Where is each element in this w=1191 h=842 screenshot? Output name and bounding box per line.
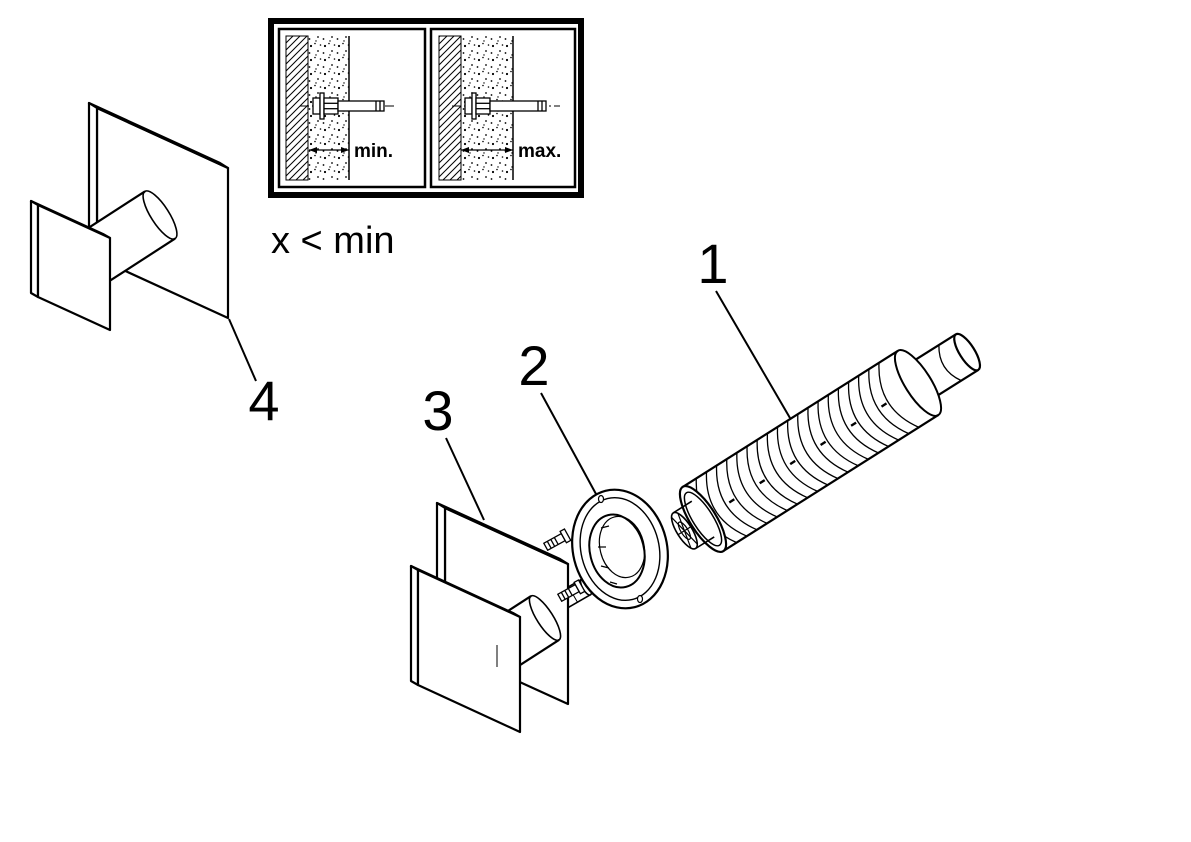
part-3-sleeve-knob <box>409 564 522 734</box>
part-1-number: 1 <box>697 232 728 295</box>
inset-panel-min: min. <box>277 27 427 189</box>
ring-bore-depth <box>598 515 646 579</box>
wall-hatch <box>285 35 309 181</box>
dim-arrow-left <box>309 147 317 153</box>
condition-caption: x < min <box>271 220 395 262</box>
anchor-bolt-drawing-max <box>452 92 560 120</box>
inset-panel-max: max. <box>429 27 577 189</box>
part-3-leader-line <box>445 437 485 521</box>
spindle-ribs <box>695 363 920 544</box>
part-4-handle-assembly <box>29 101 230 332</box>
spindle-body <box>682 350 939 552</box>
dim-arrow-left <box>461 147 469 153</box>
dimension-label-min: min. <box>354 141 393 162</box>
spindle-bottom-edge <box>722 414 939 553</box>
part-4-leader-line <box>228 318 257 382</box>
part-3-plate-and-sleeve <box>409 501 593 734</box>
ring-screw-hole <box>636 594 644 604</box>
spline-teeth <box>671 513 698 549</box>
inset-detail-box: min. max. <box>268 18 584 198</box>
ring-screw-a <box>542 528 572 552</box>
wall-hatch <box>438 35 462 181</box>
ring-thread-marks <box>598 525 618 585</box>
dim-arrow-right <box>341 147 349 153</box>
part-1-extension-spindle <box>670 332 982 553</box>
part-2-leader-line <box>540 392 597 495</box>
spindle-slot-marks <box>728 402 888 504</box>
spindle-top-edge <box>682 349 899 488</box>
dimension-min: min. <box>309 141 393 162</box>
ring-screw-b <box>556 579 586 603</box>
dim-arrow-right <box>505 147 513 153</box>
part-2-number: 2 <box>518 334 549 397</box>
part-4-knob <box>29 199 112 332</box>
dimension-max: max. <box>461 141 561 162</box>
spindle-bore <box>683 491 723 547</box>
spindle-spline-core <box>670 500 715 550</box>
part-1-leader-line <box>715 290 791 419</box>
anchor-bolt-drawing-min <box>300 92 396 120</box>
ring-center-hole <box>588 513 646 589</box>
ring-rim-edge <box>579 496 661 602</box>
part-2-escutcheon-ring <box>571 488 669 610</box>
ring-screw-hole <box>597 494 605 504</box>
dimension-label-max: max. <box>518 141 561 162</box>
part-4-number: 4 <box>248 369 279 432</box>
part-3-number: 3 <box>422 379 453 442</box>
